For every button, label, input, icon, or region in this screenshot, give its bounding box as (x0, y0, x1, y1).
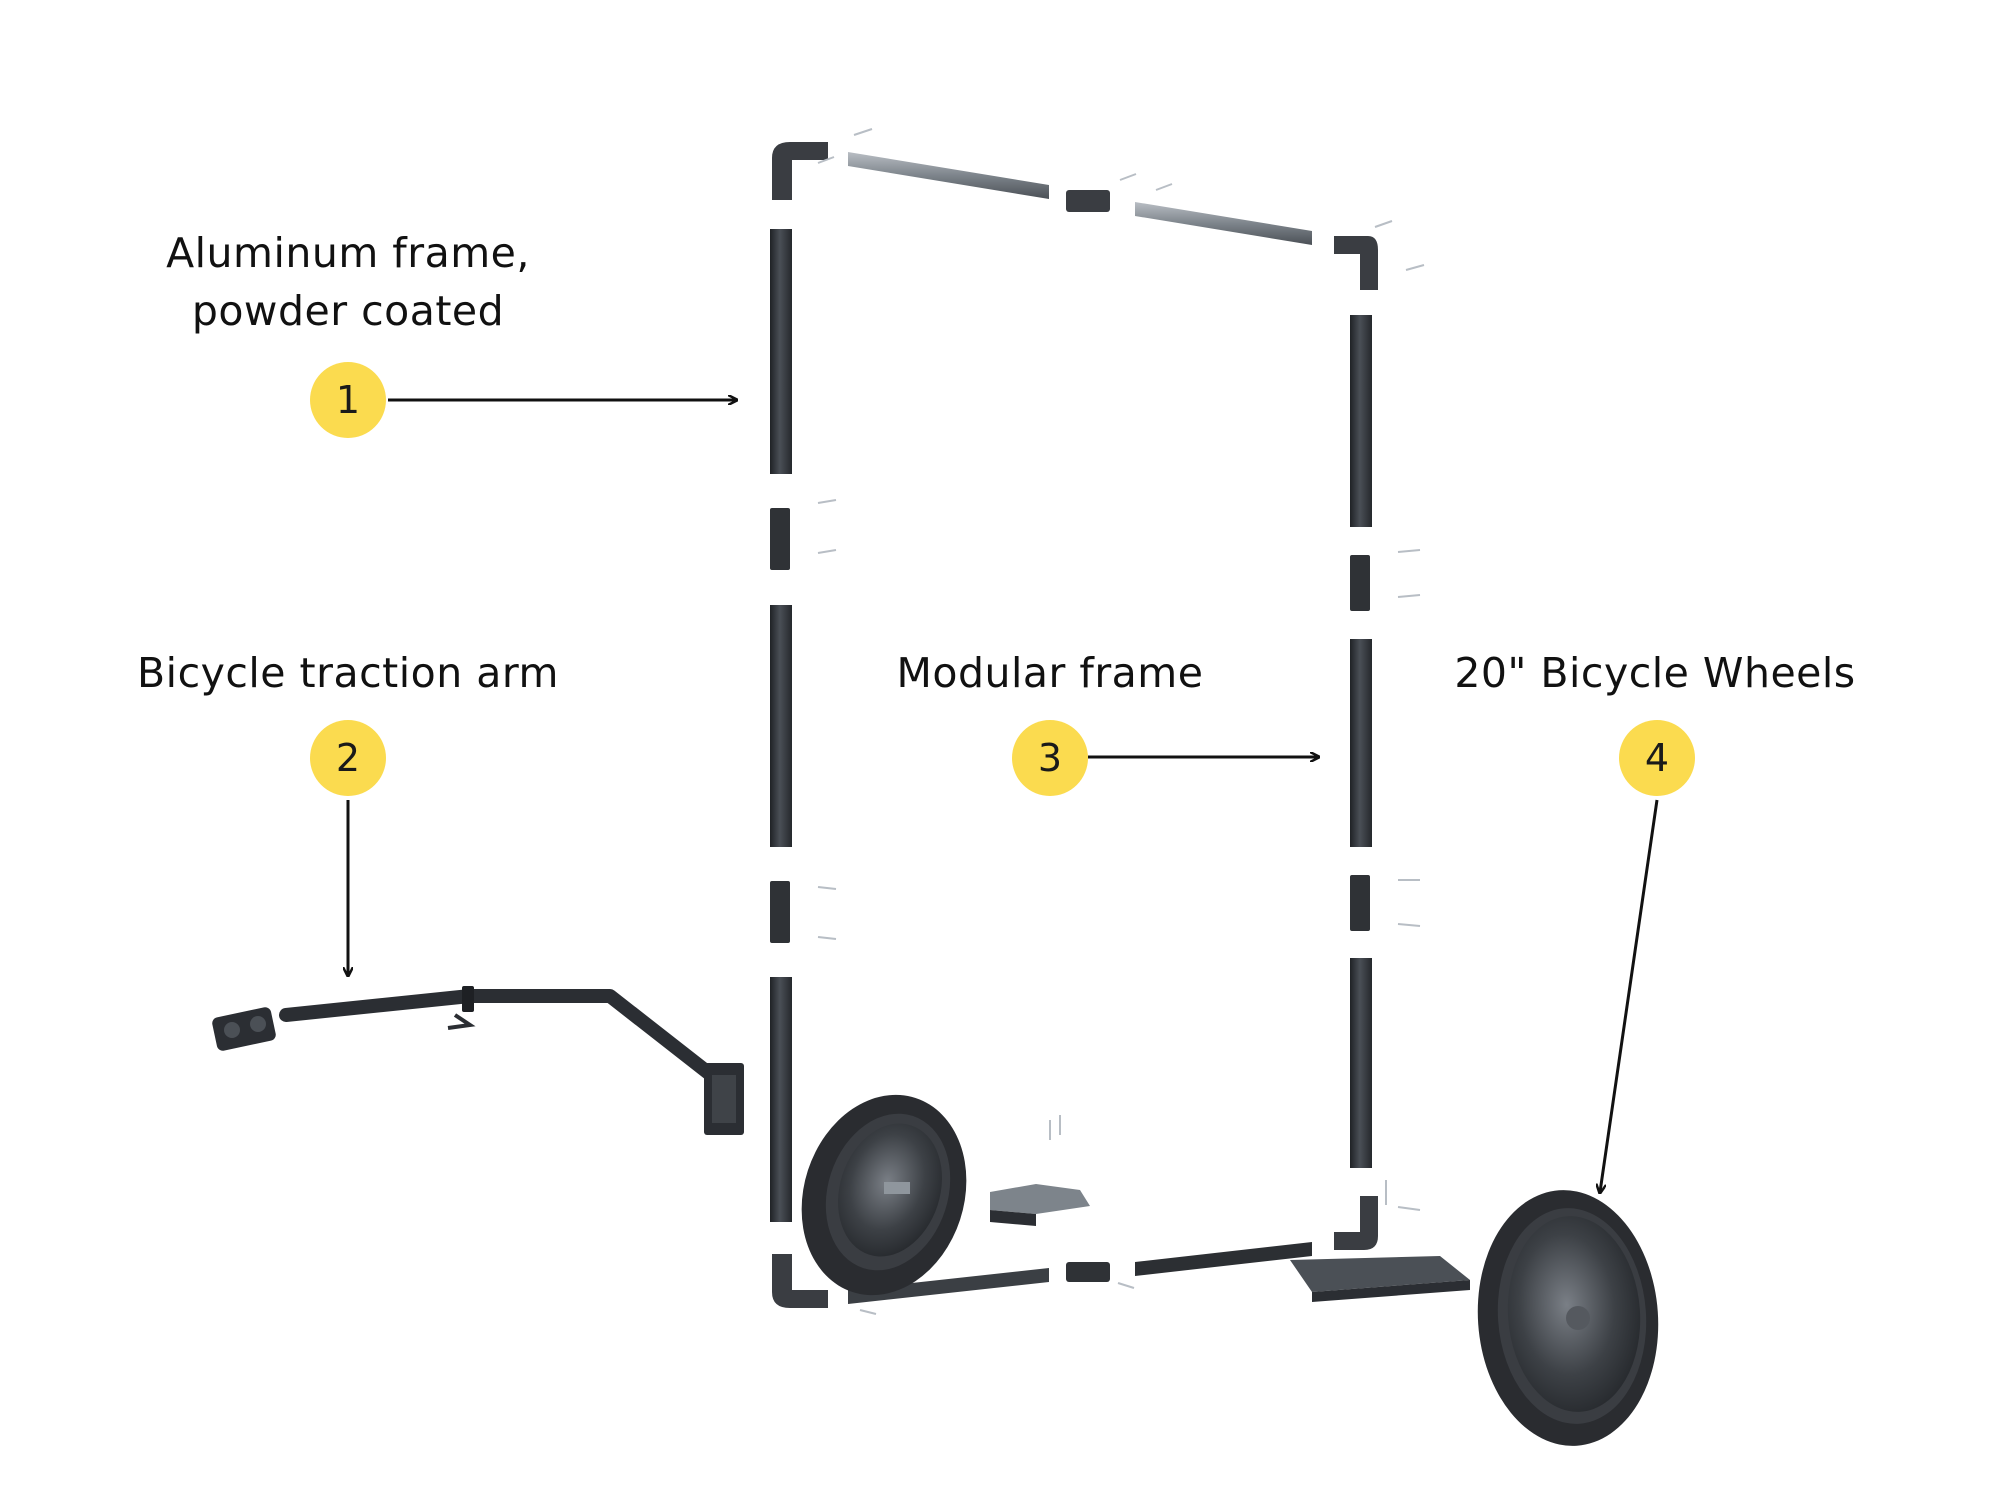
corner-bracket-top-right (1334, 236, 1378, 290)
arm-mount-bracket (704, 1063, 744, 1135)
top-frame-rail (848, 152, 1312, 245)
callout-1-badge: 1 (310, 362, 386, 438)
mounting-plate (990, 1184, 1090, 1226)
callout-3-badge: 3 (1012, 720, 1088, 796)
right-frame-tubes (1350, 315, 1372, 1168)
corner-bracket-top-left (772, 142, 828, 200)
callout-arrows (348, 400, 1659, 1192)
left-frame-tubes (770, 229, 792, 1222)
callout-1-label: Aluminum frame, powder coated (166, 229, 530, 335)
callout-3-label: Modular frame (896, 649, 1204, 697)
corner-bracket-bottom-right (1334, 1196, 1378, 1250)
hitch-coupler (212, 1007, 276, 1051)
bottom-frame-rail (848, 1242, 1312, 1304)
callout-4-badge: 4 (1619, 720, 1695, 796)
callout-4-label: 20" Bicycle Wheels (1454, 649, 1856, 697)
callout-2-label: Bicycle traction arm (137, 649, 559, 697)
arrow-4 (1600, 799, 1659, 1192)
right-wheel-assembly (1290, 1190, 1659, 1446)
callout-2-badge: 2 (310, 720, 386, 796)
bicycle-traction-arm (212, 986, 744, 1135)
fasteners (817, 128, 1425, 1315)
left-wheel (801, 1094, 967, 1296)
corner-bracket-bottom-left (772, 1254, 828, 1308)
